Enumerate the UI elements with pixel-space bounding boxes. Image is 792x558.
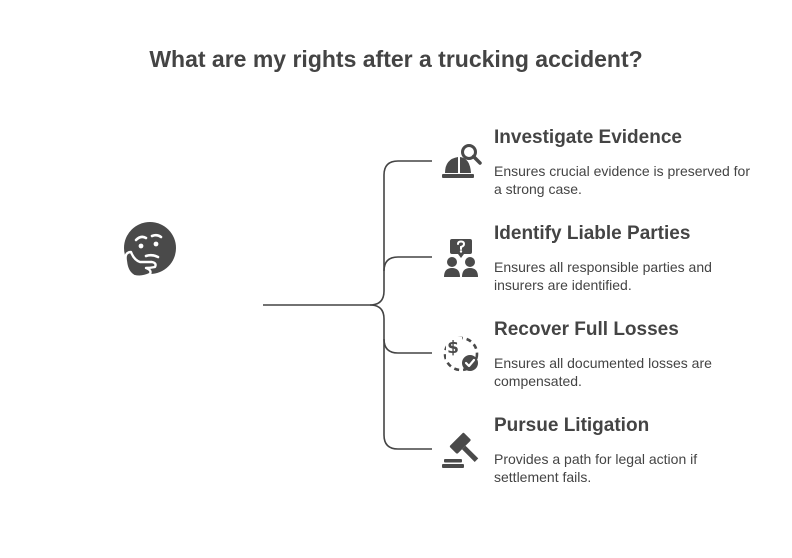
item-title-recover-full-losses: Recover Full Losses xyxy=(494,319,679,340)
svg-text:$: $ xyxy=(447,338,459,358)
page-title: What are my rights after a trucking acci… xyxy=(149,46,643,72)
item-desc-pursue-litigation: Provides a path for legal action if sett… xyxy=(494,451,698,485)
gavel-icon xyxy=(442,432,479,468)
item-title-identify-liable-parties: Identify Liable Parties xyxy=(494,223,691,244)
item-title-pursue-litigation: Pursue Litigation xyxy=(494,415,650,436)
item-desc-recover-full-losses: Ensures all documented losses are compen… xyxy=(494,355,712,389)
branch-line-2 xyxy=(369,304,432,354)
people-question-icon xyxy=(444,239,478,277)
thinking-face-icon xyxy=(124,222,176,278)
branch-line-1 xyxy=(383,256,432,272)
item-desc-investigate-evidence: Ensures crucial evidence is preserved fo… xyxy=(494,163,751,197)
item-desc-identify-liable-parties: Ensures all responsible parties and insu… xyxy=(494,259,712,293)
branch-line-3 xyxy=(383,339,432,450)
trunk-line xyxy=(263,160,432,306)
hardhat-magnifier-icon xyxy=(442,144,482,178)
dollar-check-icon: $ xyxy=(443,336,479,372)
item-title-investigate-evidence: Investigate Evidence xyxy=(494,127,682,148)
